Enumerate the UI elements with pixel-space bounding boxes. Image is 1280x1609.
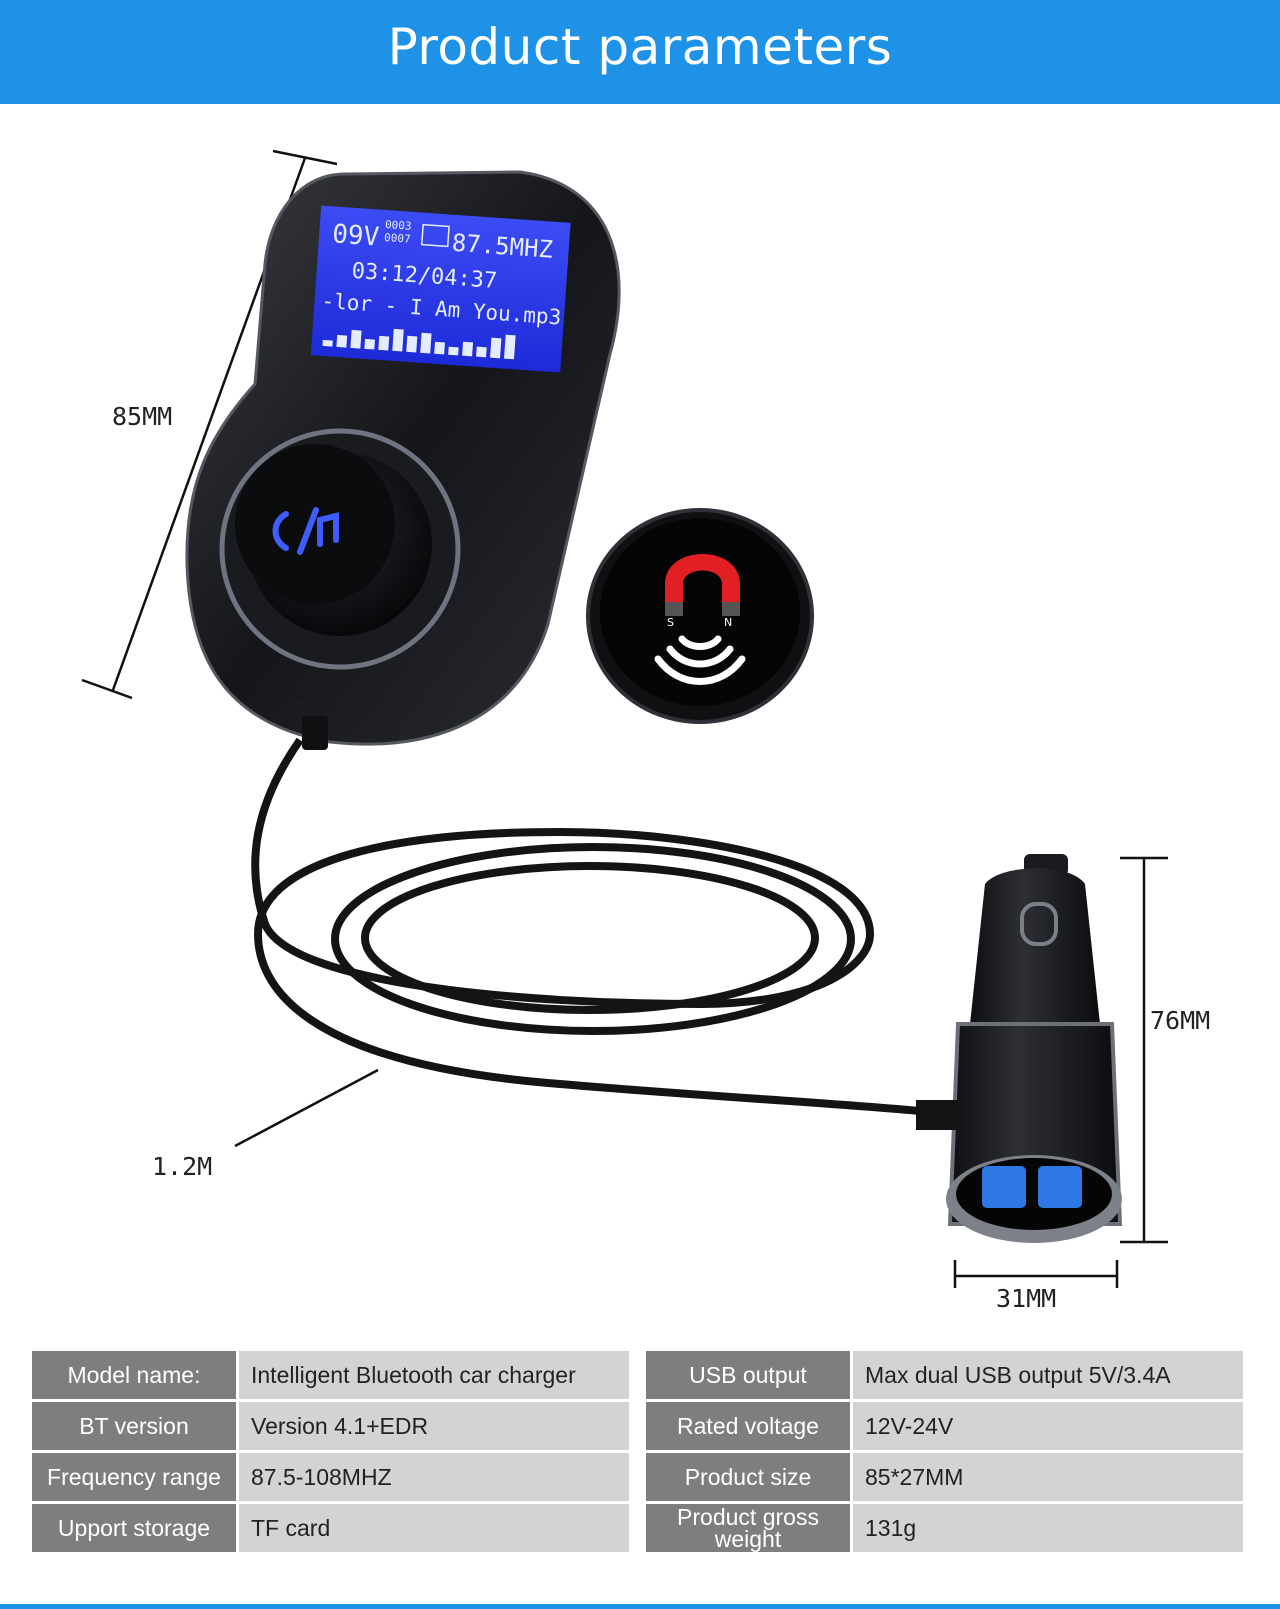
- cable: [251, 737, 931, 1116]
- dimension-label-height: 85MM: [112, 402, 173, 431]
- wireless-signal-icon: [654, 635, 746, 685]
- dimension-line-charger-height: [1120, 856, 1168, 1244]
- dimension-line-charger-width: [953, 1260, 1119, 1288]
- header-banner: Product parameters: [0, 0, 1280, 104]
- bottom-divider: [0, 1604, 1280, 1609]
- spec-table-left: Model name: Intelligent Bluetooth car ch…: [29, 1348, 632, 1555]
- table-row: Model name: Intelligent Bluetooth car ch…: [32, 1351, 629, 1399]
- magnet-label-s: S: [667, 616, 674, 629]
- product-illustration: 09V 0003 0007 87.5MHZ 03:12/04:37 -lor -…: [0, 104, 1280, 1344]
- spec-value: Max dual USB output 5V/3.4A: [853, 1351, 1243, 1399]
- spec-value: TF card: [239, 1504, 629, 1552]
- table-row: Product gross weight 131g: [646, 1504, 1243, 1552]
- magnet-label-n: N: [724, 616, 732, 629]
- spec-label: USB output: [646, 1351, 850, 1399]
- table-row: USB output Max dual USB output 5V/3.4A: [646, 1351, 1243, 1399]
- spec-label: Rated voltage: [646, 1402, 850, 1450]
- lcd-screen: 09V 0003 0007 87.5MHZ 03:12/04:37 -lor -…: [310, 205, 571, 373]
- spec-label: Upport storage: [32, 1504, 236, 1552]
- cable-pointer-line: [234, 1068, 379, 1148]
- spec-label: Frequency range: [32, 1453, 236, 1501]
- table-row: Rated voltage 12V-24V: [646, 1402, 1243, 1450]
- table-row: BT version Version 4.1+EDR: [32, 1402, 629, 1450]
- table-row: Product size 85*27MM: [646, 1453, 1243, 1501]
- dimension-label-charger-width: 31MM: [996, 1284, 1057, 1313]
- lcd-counter-b: 0007: [384, 231, 411, 246]
- table-row: Frequency range 87.5-108MHZ: [32, 1453, 629, 1501]
- spec-label: Product size: [646, 1453, 850, 1501]
- lcd-counter-a: 0003: [385, 218, 412, 233]
- car-charger: [916, 854, 1123, 1243]
- spec-label: BT version: [32, 1402, 236, 1450]
- product-diagram: 09V 0003 0007 87.5MHZ 03:12/04:37 -lor -…: [81, 149, 1168, 1288]
- dimension-label-charger-height: 76MM: [1150, 1006, 1211, 1035]
- spec-label: Product gross weight: [646, 1504, 850, 1552]
- spec-table-right: USB output Max dual USB output 5V/3.4A R…: [643, 1348, 1246, 1555]
- dimension-label-cable: 1.2M: [152, 1152, 213, 1181]
- lcd-voltage: 09V: [331, 219, 380, 252]
- spec-value: 85*27MM: [853, 1453, 1243, 1501]
- lcd-equalizer: [322, 328, 516, 360]
- bluetooth-music-icon: [272, 507, 339, 555]
- control-knob: [219, 428, 461, 670]
- spec-value: Intelligent Bluetooth car charger: [239, 1351, 629, 1399]
- spec-value: 87.5-108MHZ: [239, 1453, 629, 1501]
- table-row: Upport storage TF card: [32, 1504, 629, 1552]
- spec-value: Version 4.1+EDR: [239, 1402, 629, 1450]
- spec-value: 131g: [853, 1504, 1243, 1552]
- magnet-mount: S N: [586, 508, 814, 724]
- spec-value: 12V-24V: [853, 1402, 1243, 1450]
- page-title: Product parameters: [387, 18, 893, 76]
- spec-label: Model name:: [32, 1351, 236, 1399]
